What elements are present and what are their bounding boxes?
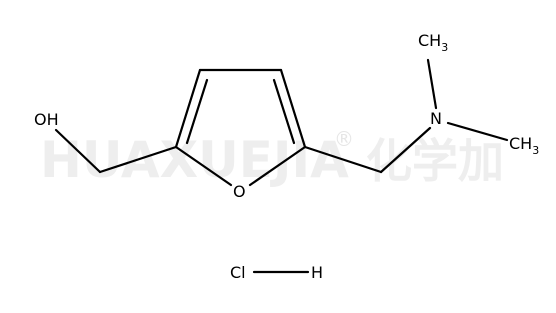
atom-hydrogen: H [311,263,323,282]
methyl-right-main: CH [509,134,532,153]
methyl-right-subscript: 3 [532,144,539,157]
bond-n-methyl-right [446,121,509,142]
bond-c4-c5-inner [272,78,296,145]
atom-methyl-right: CH3 [509,134,539,157]
bond-ch2-n [379,126,432,174]
bond-c5-ch2 [303,145,383,174]
bond-c2-c3-inner [185,78,209,145]
atom-ring-oxygen: O [233,182,246,201]
bond-o-c5 [248,145,307,187]
atom-nitrogen: N [430,109,442,128]
atom-methyl-top: CH3 [418,31,448,54]
bond-c4-c5 [279,68,307,149]
watermark: HUAXUEJIA ® 化学加 [40,127,504,189]
bond-c2-c3 [174,68,202,149]
bond-o-ch2 [54,128,102,174]
bond-ch2-c2 [98,145,178,174]
atom-chlorine: Cl [230,263,246,282]
watermark-registered-mark: ® [334,127,354,151]
atom-hydroxyl: OH [34,110,59,129]
methyl-top-subscript: 3 [441,41,448,54]
bond-n-methyl-top [426,58,438,110]
atom-labels: OH O N CH3 CH3 Cl H [34,31,539,282]
bonds [54,58,509,274]
watermark-chinese: 化学加 [366,134,504,188]
methyl-top-main: CH [418,31,441,50]
bond-c2-o [174,145,233,187]
